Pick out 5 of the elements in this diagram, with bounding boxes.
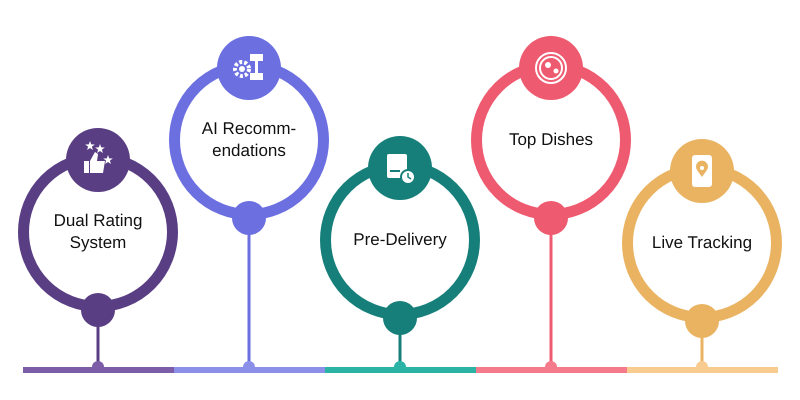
node-label: Top Dishes [508,129,594,151]
node-label: Pre-Delivery [352,229,448,251]
node-label: AI Recomm- endations [200,118,298,162]
node-label: Dual Rating System [52,210,144,254]
node-label: Live Tracking [650,232,754,254]
